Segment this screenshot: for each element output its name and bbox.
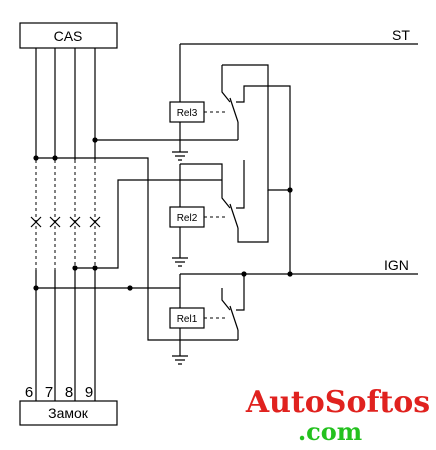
st-line-label: ST [392,27,410,43]
relay-label-rel1: Rel1 [177,314,198,325]
junction-dots [33,137,293,291]
lock-module-label: Замок [48,405,89,421]
cas-module-label: CAS [54,28,83,44]
cut-mark-pin-9 [89,216,101,228]
st-circuit: Rel3 [169,43,418,191]
pin-label-7: 7 [45,384,53,401]
pin-label-6: 6 [25,384,33,401]
watermark-line-2: .com [298,417,362,446]
pin-label-8: 8 [65,384,73,401]
ign-circuit: Rel1 [169,190,418,365]
ground-symbol-rel1 [172,355,188,365]
ground-symbol-rel3 [172,151,188,161]
cut-mark-pin-7 [49,216,61,228]
wire-cut-marks [30,160,102,270]
relay-label-rel3: Rel3 [177,108,198,119]
cas-module-box [19,22,118,49]
cut-mark-pin-6 [30,216,42,228]
relay-label-rel2: Rel2 [177,213,198,224]
watermark-line-1: AutoSoftos [245,385,430,420]
rel2-circuit: Rel2 [169,160,269,267]
pin-label-9: 9 [85,384,93,401]
ground-symbol-rel2 [172,257,188,267]
cut-mark-pin-8 [69,216,81,228]
lock-module-box [19,400,118,426]
ign-line-label: IGN [384,257,409,273]
